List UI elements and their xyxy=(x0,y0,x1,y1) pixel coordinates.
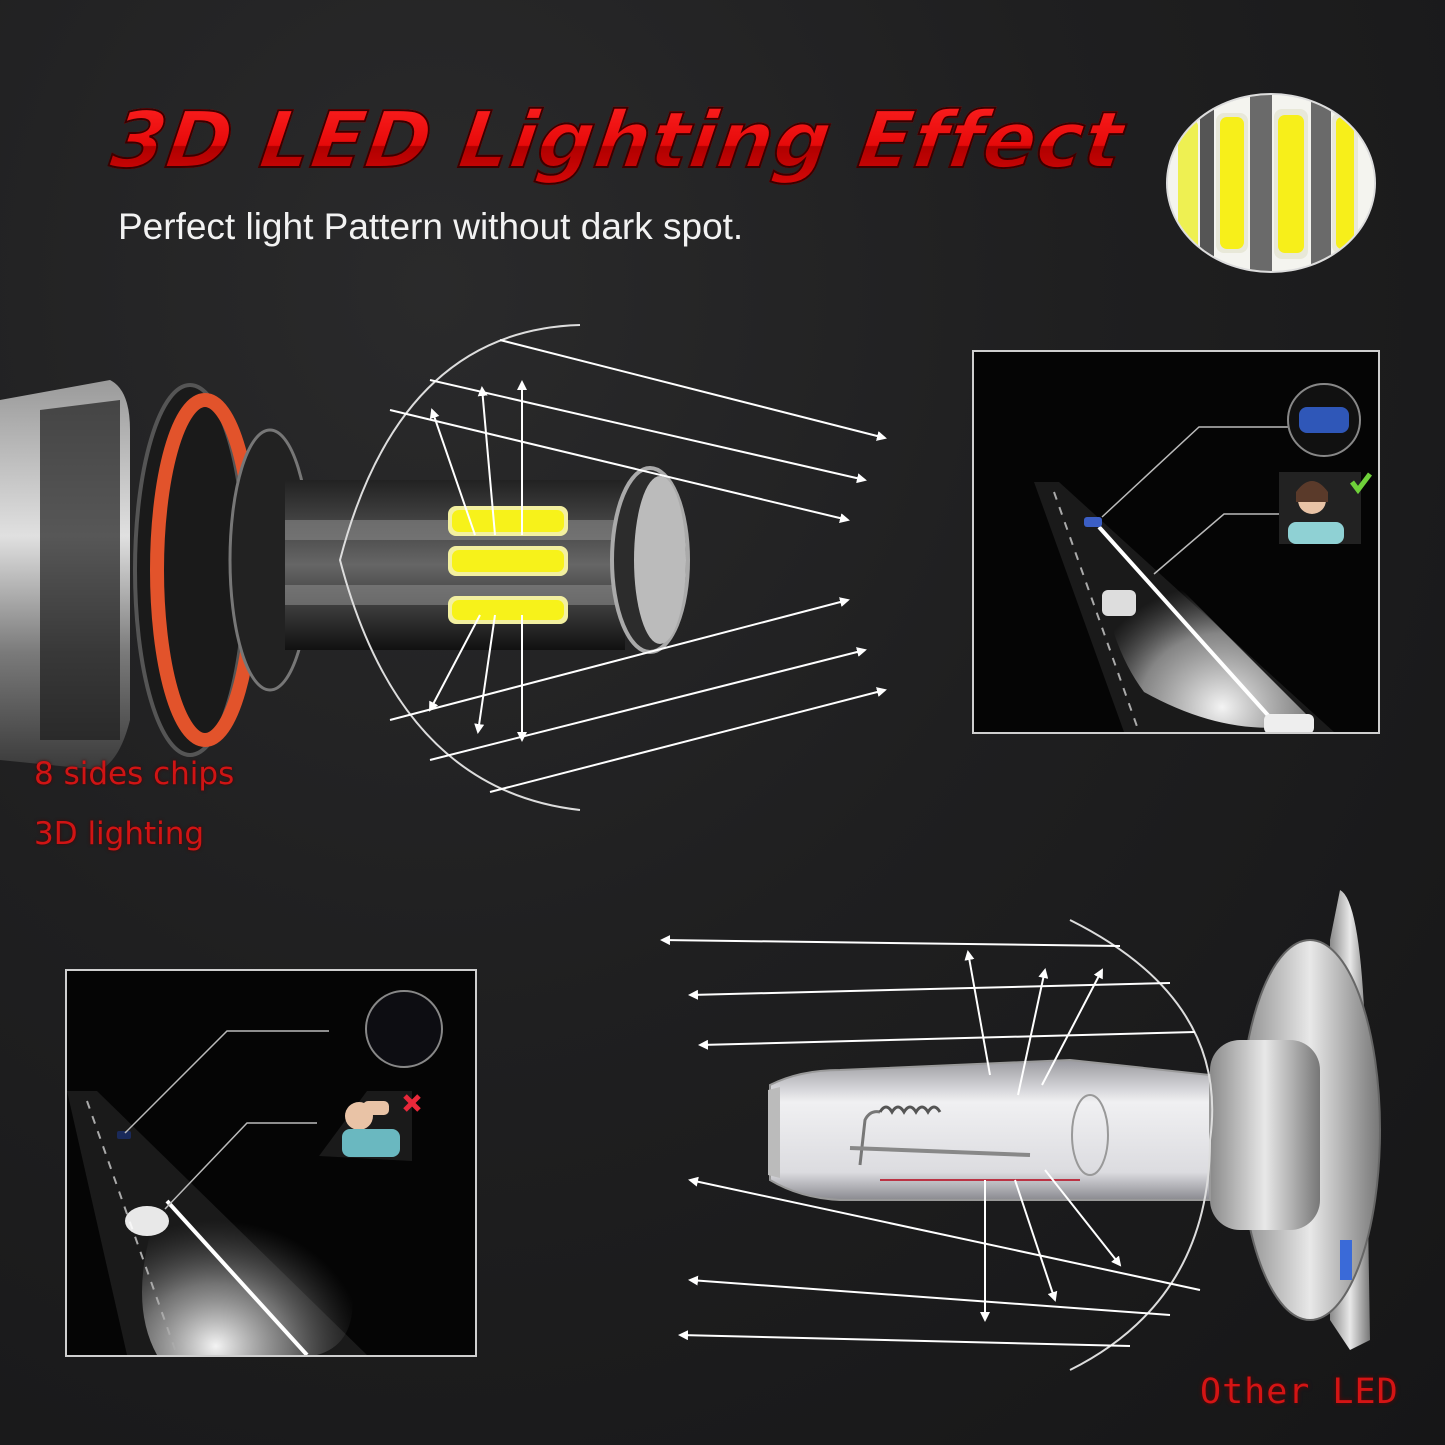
page-title: 3D LED Lighting Effect xyxy=(105,95,1131,187)
page-subtitle: Perfect light Pattern without dark spot. xyxy=(118,206,744,247)
glare-road-scene xyxy=(65,969,477,1357)
dark-car-zoom-icon xyxy=(365,990,443,1068)
feature-label-3d: 3D lighting xyxy=(34,816,205,852)
green-checkmark-icon xyxy=(1350,472,1372,495)
led-chip-icon xyxy=(1168,95,1374,271)
road-scene-graphic xyxy=(1034,383,1372,732)
glared-driver-icon xyxy=(319,1091,412,1161)
glare-scene-graphic xyxy=(67,990,443,1355)
feature-label-chips: 8 sides chips xyxy=(34,756,235,792)
led-bulb-illustration xyxy=(0,324,887,811)
led-road-scene xyxy=(972,350,1380,734)
other-led-label: Other LED xyxy=(1200,1372,1399,1412)
red-x-icon xyxy=(403,1094,421,1112)
driver-icon xyxy=(1279,472,1361,544)
halogen-bulb-illustration xyxy=(660,890,1381,1371)
led-chip-closeup xyxy=(1168,95,1374,271)
